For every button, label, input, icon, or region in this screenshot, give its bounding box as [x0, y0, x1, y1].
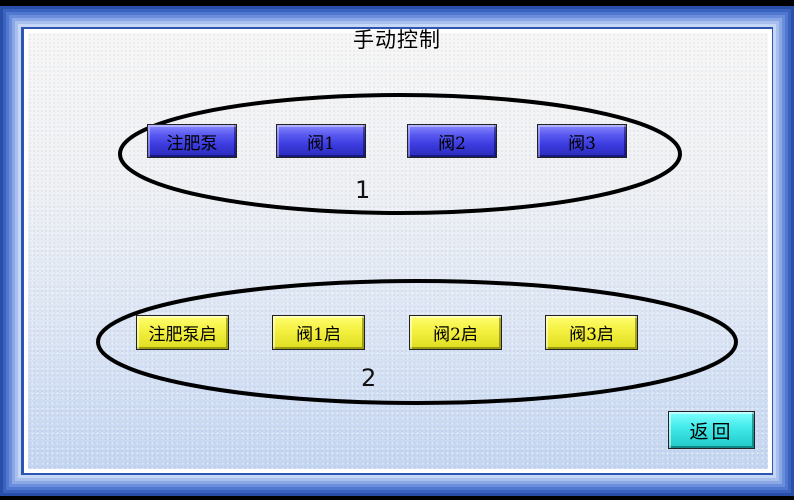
- valve-2-button[interactable]: 阀2: [407, 124, 497, 158]
- group-1-label: 1: [355, 176, 371, 204]
- return-button[interactable]: 返回: [668, 411, 755, 449]
- valve-3-start-indicator[interactable]: 阀3启: [545, 315, 638, 350]
- pump-button[interactable]: 注肥泵: [147, 124, 237, 158]
- valve-2-start-indicator[interactable]: 阀2启: [409, 315, 502, 350]
- group-1-ellipse: [118, 93, 682, 215]
- content-panel: [24, 29, 772, 473]
- group-2-ellipse: [96, 279, 738, 405]
- valve-1-button[interactable]: 阀1: [276, 124, 366, 158]
- pump-start-indicator[interactable]: 注肥泵启: [136, 315, 229, 350]
- valve-1-start-indicator[interactable]: 阀1启: [272, 315, 365, 350]
- group-2-label: 2: [361, 364, 377, 392]
- valve-3-button[interactable]: 阀3: [537, 124, 627, 158]
- page-title: 手动控制: [353, 28, 441, 52]
